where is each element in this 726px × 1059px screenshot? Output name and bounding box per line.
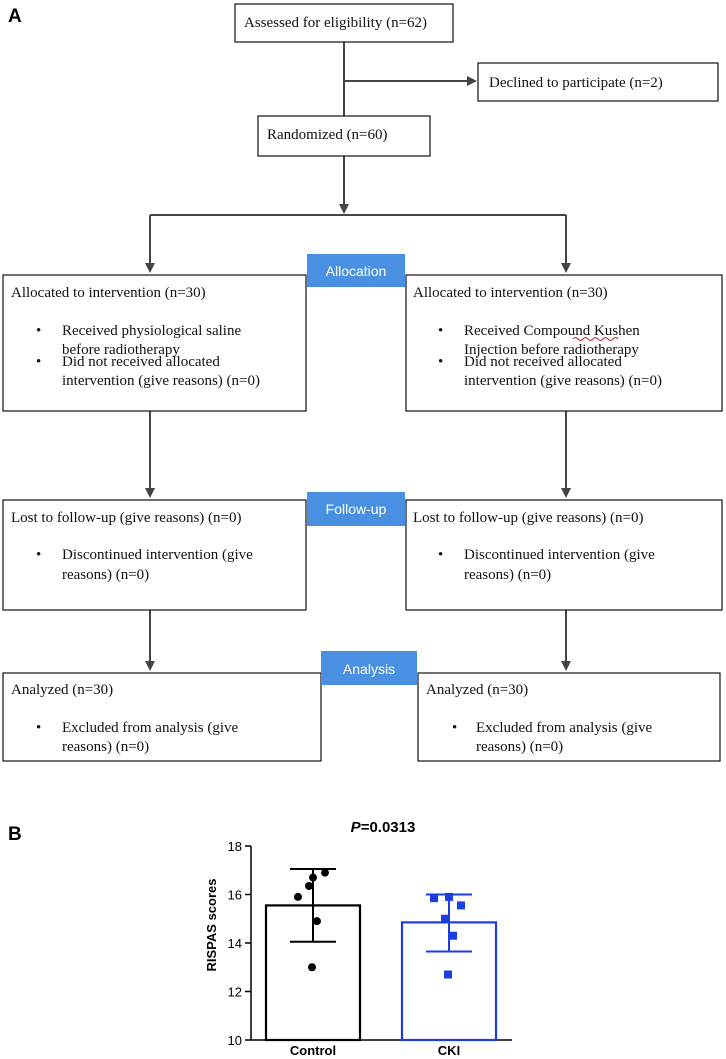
left-allocation-heading: Allocated to intervention (n=30) xyxy=(11,285,206,301)
data-point-control xyxy=(313,917,321,926)
left-allocation-b1-l1: Received physiological saline xyxy=(62,323,241,339)
right-analysis-b1-l2: reasons) (n=0) xyxy=(476,739,563,755)
y-tick-label: 12 xyxy=(228,985,242,1000)
right-allocation-heading: Allocated to intervention (n=30) xyxy=(413,285,608,301)
data-point-cki xyxy=(444,970,452,979)
left-followup-box: Lost to follow-up (give reasons) (n=0) •… xyxy=(2,499,307,611)
declined-box: Declined to participate (n=2) xyxy=(477,62,719,102)
right-followup-box: Lost to follow-up (give reasons) (n=0) •… xyxy=(405,499,723,611)
bullet: • xyxy=(438,323,443,339)
left-analysis-heading: Analyzed (n=30) xyxy=(11,682,113,698)
stage-followup: Follow-up xyxy=(307,492,405,526)
y-tick-label: 14 xyxy=(228,936,242,951)
data-point-cki xyxy=(441,914,449,923)
randomized-box: Randomized (n=60) xyxy=(257,115,431,157)
data-point-cki xyxy=(430,894,438,903)
right-allocation-b1-l1: Received Compound Kushen xyxy=(464,323,640,339)
right-analysis-b1-l1: Excluded from analysis (give xyxy=(476,720,653,736)
right-allocation-b1-l2: Injection before radiotherapy xyxy=(464,342,639,358)
left-allocation-b2-l1: Did not received allocated xyxy=(62,354,220,370)
y-tick-label: 16 xyxy=(228,888,242,903)
bullet: • xyxy=(438,354,443,370)
x-tick-label: Control xyxy=(290,1043,336,1058)
stage-allocation-text: Allocation xyxy=(326,263,387,279)
assessed-box: Assessed for eligibility (n=62) xyxy=(234,3,454,43)
spellcheck-underline xyxy=(572,337,619,341)
randomized-text: Randomized (n=60) xyxy=(267,127,388,143)
left-allocation-b2-l2: intervention (give reasons) (n=0) xyxy=(62,373,260,389)
panel-b-label: B xyxy=(8,824,22,845)
chart-title-value: =0.0313 xyxy=(361,819,416,836)
left-analysis-box: Analyzed (n=30) • Excluded from analysis… xyxy=(2,672,322,762)
left-analysis-b1-l1: Excluded from analysis (give xyxy=(62,720,239,736)
left-followup-b1-l2: reasons) (n=0) xyxy=(62,567,149,583)
right-allocation-b2-l1: Did not received allocated xyxy=(464,354,622,370)
data-point-control xyxy=(309,873,317,882)
flow-connectors xyxy=(145,42,571,671)
rispas-bar-chart: P=0.0313 RISPAS scores 10 12 14 16 18Control… xyxy=(204,819,512,1058)
declined-text: Declined to participate (n=2) xyxy=(489,75,663,91)
bullet: • xyxy=(438,547,443,563)
right-followup-b1-l1: Discontinued intervention (give xyxy=(464,547,655,563)
assessed-text: Assessed for eligibility (n=62) xyxy=(244,15,427,31)
x-tick-label: CKI xyxy=(438,1043,460,1058)
chart-title-p: P xyxy=(351,819,362,836)
left-analysis-b1-l2: reasons) (n=0) xyxy=(62,739,149,755)
bullet: • xyxy=(452,720,457,736)
y-axis-label: RISPAS scores xyxy=(204,879,219,972)
bullet: • xyxy=(36,323,41,339)
panel-a-label: A xyxy=(8,6,22,27)
left-allocation-b1-l2: before radiotherapy xyxy=(62,342,180,358)
data-point-cki xyxy=(457,901,465,910)
chart-title: P=0.0313 xyxy=(351,819,416,836)
left-followup-heading: Lost to follow-up (give reasons) (n=0) xyxy=(11,510,242,526)
stage-allocation: Allocation xyxy=(307,254,405,287)
right-followup-b1-l2: reasons) (n=0) xyxy=(464,567,551,583)
stage-followup-text: Follow-up xyxy=(326,501,387,517)
data-point-control xyxy=(305,882,313,891)
right-allocation-box: Allocated to intervention (n=30) • Recei… xyxy=(405,274,723,412)
data-point-control xyxy=(294,892,302,901)
stage-analysis-text: Analysis xyxy=(343,661,395,677)
bullet: • xyxy=(36,547,41,563)
stage-analysis: Analysis xyxy=(321,651,417,685)
data-point-cki xyxy=(449,931,457,940)
left-allocation-box: Allocated to intervention (n=30) • Recei… xyxy=(2,274,307,412)
left-followup-b1-l1: Discontinued intervention (give xyxy=(62,547,253,563)
right-analysis-heading: Analyzed (n=30) xyxy=(426,682,528,698)
data-point-control xyxy=(308,963,316,972)
data-point-cki xyxy=(445,892,453,901)
bullet: • xyxy=(36,354,41,370)
bullet: • xyxy=(36,720,41,736)
y-tick-label: 10 xyxy=(228,1033,242,1048)
right-followup-heading: Lost to follow-up (give reasons) (n=0) xyxy=(413,510,644,526)
data-point-control xyxy=(321,868,329,877)
right-analysis-box: Analyzed (n=30) • Excluded from analysis… xyxy=(417,672,721,762)
right-allocation-b2-l2: intervention (give reasons) (n=0) xyxy=(464,373,662,389)
y-tick-label: 18 xyxy=(228,839,242,854)
